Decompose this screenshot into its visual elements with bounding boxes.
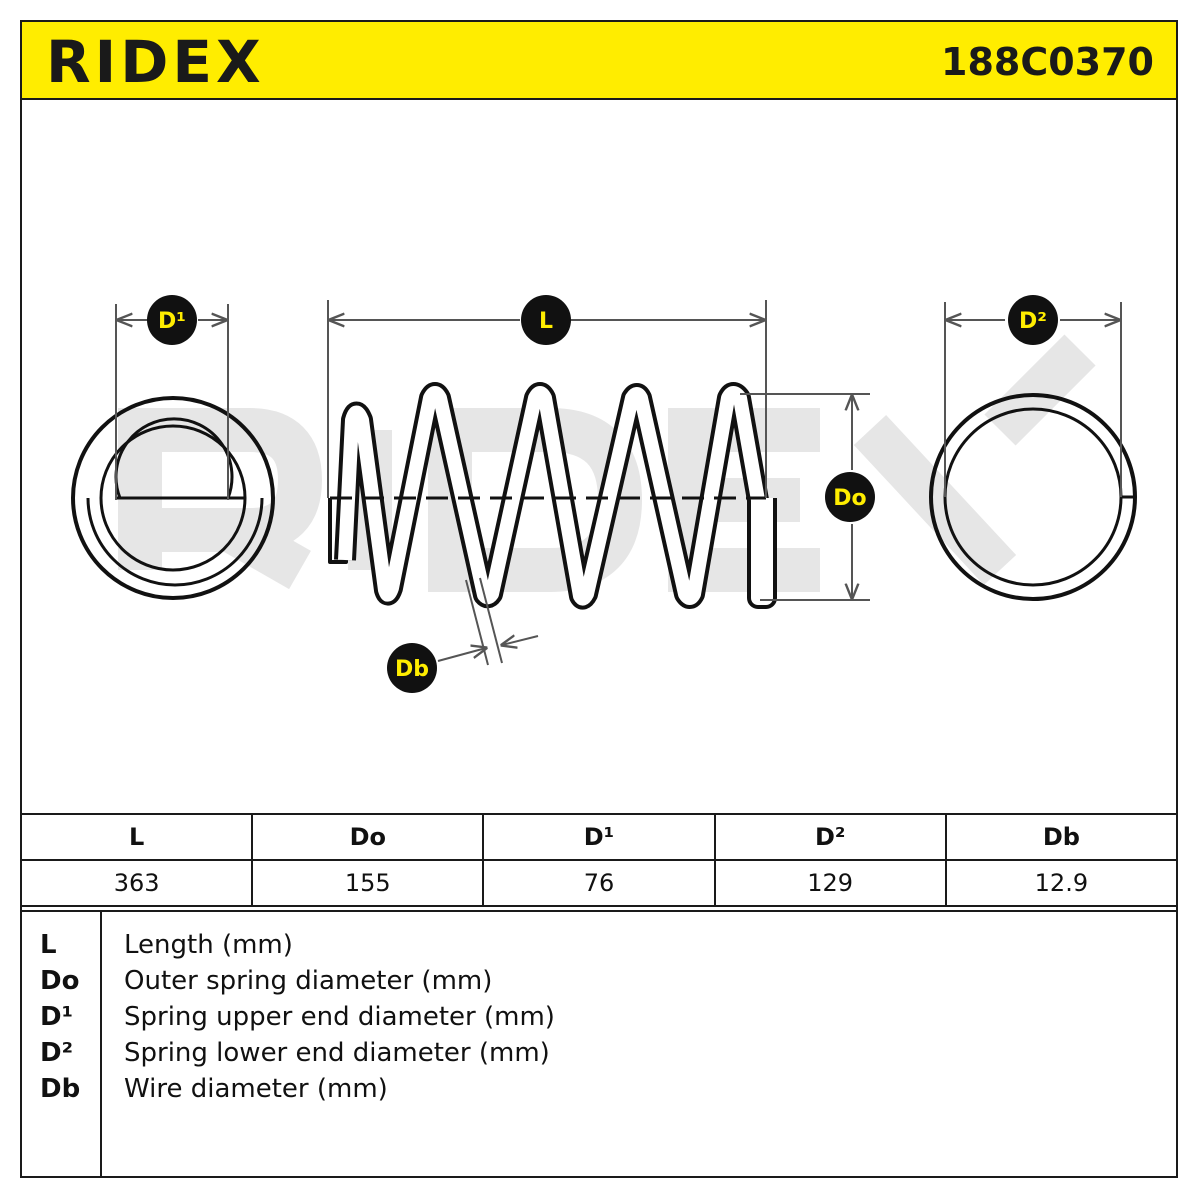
- d2-dimension: [944, 302, 1122, 497]
- wire-diameter-badge: Db: [387, 643, 437, 693]
- legend-desc: Wire diameter (mm): [124, 1074, 388, 1104]
- legend-key: D²: [40, 1038, 73, 1068]
- svg-text:L: L: [539, 309, 553, 334]
- svg-text:D¹: D¹: [158, 309, 186, 334]
- spec-table: L Do D¹ D² Db 363 155 76 129 12.9: [19, 813, 1179, 907]
- d1-badge: D¹: [147, 295, 197, 345]
- header-d2: D²: [713, 813, 947, 861]
- wire-diameter-dimension: [437, 577, 539, 666]
- svg-text:D²: D²: [1019, 309, 1047, 334]
- svg-text:Do: Do: [833, 486, 866, 511]
- legend-item: Db Wire diameter (mm): [20, 1074, 1170, 1110]
- part-number: 188C0370: [941, 40, 1154, 84]
- legend-item: L Length (mm): [20, 930, 1170, 966]
- legend-key: L: [40, 930, 57, 960]
- outer-diameter-badge: Do: [825, 472, 875, 522]
- d1-dimension: [115, 304, 229, 500]
- brand-logo: RIDEX: [46, 28, 265, 96]
- legend-desc: Spring upper end diameter (mm): [124, 1002, 555, 1032]
- coil-spring-icon: [328, 382, 777, 610]
- value-db: 12.9: [944, 859, 1179, 907]
- length-dimension: [327, 300, 767, 498]
- length-badge: L: [521, 295, 571, 345]
- legend: L Length (mm) Do Outer spring diameter (…: [20, 910, 1178, 1178]
- header-bar: RIDEX 188C0370: [20, 20, 1178, 100]
- value-d2: 129: [713, 859, 947, 907]
- legend-item: D¹ Spring upper end diameter (mm): [20, 1002, 1170, 1038]
- header-do: Do: [251, 813, 485, 861]
- legend-item: D² Spring lower end diameter (mm): [20, 1038, 1170, 1074]
- legend-item: Do Outer spring diameter (mm): [20, 966, 1170, 1002]
- legend-divider: [100, 912, 102, 1178]
- header-l: L: [19, 813, 254, 861]
- header-db: Db: [944, 813, 1179, 861]
- d2-badge: D²: [1008, 295, 1058, 345]
- legend-key: D¹: [40, 1002, 73, 1032]
- value-l: 363: [19, 859, 254, 907]
- upper-end-view: [71, 396, 275, 600]
- value-do: 155: [251, 859, 485, 907]
- legend-desc: Spring lower end diameter (mm): [124, 1038, 550, 1068]
- legend-desc: Outer spring diameter (mm): [124, 966, 493, 996]
- spec-table-values: 363 155 76 129 12.9: [19, 859, 1179, 907]
- header-d1: D¹: [482, 813, 716, 861]
- value-d1: 76: [482, 859, 716, 907]
- legend-key: Db: [40, 1074, 81, 1104]
- spec-table-header: L Do D¹ D² Db: [19, 813, 1179, 861]
- svg-text:Db: Db: [395, 657, 429, 682]
- legend-key: Do: [40, 966, 80, 996]
- legend-desc: Length (mm): [124, 930, 293, 960]
- outer-diameter-dimension: [740, 393, 870, 601]
